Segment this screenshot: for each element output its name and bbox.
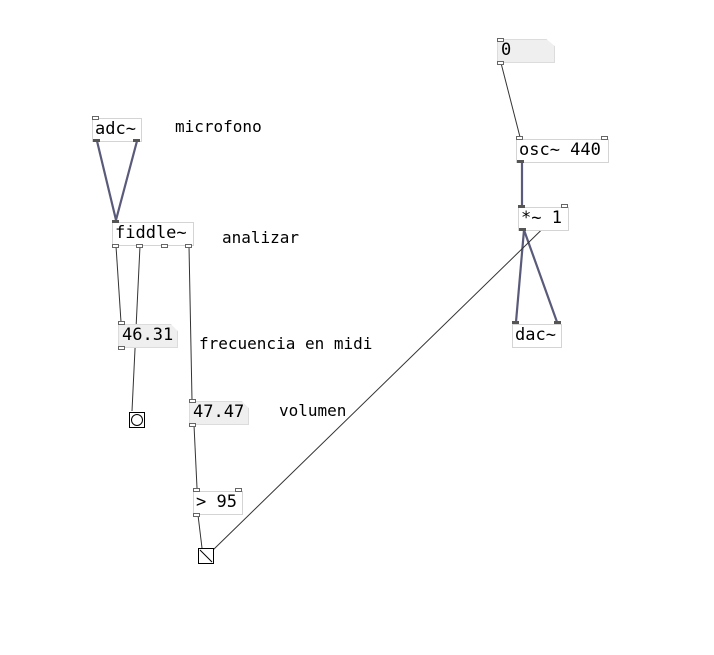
object-adc[interactable]: adc~ — [92, 118, 142, 142]
inlet[interactable] — [554, 321, 561, 324]
outlet[interactable] — [118, 346, 125, 350]
object-multiply[interactable]: *~ 1 — [518, 207, 569, 231]
outlet[interactable] — [112, 244, 119, 248]
object-greater-than[interactable]: > 95 — [193, 491, 243, 515]
number-box-volume-value: 47.47 — [193, 402, 245, 422]
outlet[interactable] — [497, 61, 504, 65]
outlet[interactable] — [517, 160, 524, 163]
inlet[interactable] — [512, 321, 519, 324]
cord-zero-to-osc — [500, 62, 521, 138]
object-fiddle[interactable]: fiddle~ — [112, 222, 194, 246]
object-fiddle-label: fiddle~ — [115, 223, 187, 243]
outlet[interactable] — [193, 513, 200, 517]
inlet[interactable] — [235, 488, 242, 492]
comment-analizar: analizar — [222, 228, 300, 247]
inlet[interactable] — [518, 205, 525, 208]
cord-adc-left-to-fiddle — [95, 140, 118, 221]
number-box-zero-value: 0 — [501, 40, 512, 60]
bang-circle-icon — [131, 414, 143, 426]
inlet[interactable] — [601, 136, 608, 140]
object-multiply-label: *~ 1 — [521, 208, 562, 228]
inlet[interactable] — [497, 38, 504, 42]
inlet[interactable] — [118, 321, 125, 325]
cord-adc-right-to-fiddle — [114, 140, 139, 221]
comment-microfono: microfono — [175, 117, 262, 136]
object-dac[interactable]: dac~ — [512, 324, 562, 348]
number-box-pitch[interactable]: 46.31 — [118, 324, 178, 348]
toggle-slash-icon — [199, 549, 213, 563]
object-osc[interactable]: osc~ 440 — [516, 139, 609, 163]
cord-volume-to-compare — [193, 424, 198, 489]
object-dac-label: dac~ — [515, 325, 556, 345]
number-box-zero[interactable]: 0 — [497, 39, 555, 63]
cord-compare-to-toggle — [197, 514, 203, 549]
outlet[interactable] — [93, 139, 100, 142]
cord-mult-to-dac-left — [514, 229, 526, 323]
cord-fiddle-to-volume — [188, 245, 193, 401]
outlet[interactable] — [136, 244, 143, 248]
outlet[interactable] — [133, 139, 140, 142]
inlet[interactable] — [189, 399, 196, 403]
outlet[interactable] — [161, 244, 168, 248]
object-osc-label: osc~ 440 — [519, 140, 601, 160]
number-box-pitch-value: 46.31 — [122, 325, 174, 345]
outlet[interactable] — [189, 423, 196, 427]
inlet[interactable] — [561, 204, 568, 208]
comment-frecuencia-en-midi: frecuencia en midi — [199, 334, 373, 353]
object-greater-than-label: > 95 — [196, 492, 237, 512]
number-box-volume[interactable]: 47.47 — [189, 401, 249, 425]
outlet[interactable] — [519, 228, 526, 231]
cord-mult-to-dac-right — [522, 229, 559, 323]
cord-fiddle-to-pitch — [115, 245, 122, 323]
object-adc-label: adc~ — [95, 119, 136, 139]
inlet[interactable] — [193, 488, 200, 492]
inlet[interactable] — [112, 220, 119, 223]
bang-button[interactable] — [129, 412, 145, 428]
cord-toggle-to-mult — [212, 205, 567, 551]
comment-volumen: volumen — [279, 401, 347, 420]
inlet[interactable] — [92, 116, 99, 120]
inlet[interactable] — [516, 136, 523, 140]
toggle-switch[interactable] — [198, 548, 214, 564]
outlet[interactable] — [185, 244, 192, 248]
